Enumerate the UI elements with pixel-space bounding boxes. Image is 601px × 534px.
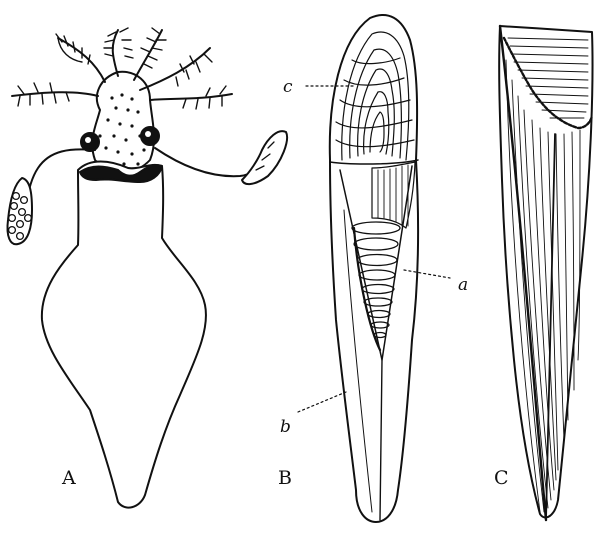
part-label-a: a <box>458 275 468 295</box>
panel-label-a: A <box>61 467 76 489</box>
panel-label-b: B <box>278 467 292 489</box>
panel-label-c: C <box>494 467 509 489</box>
arm-3 <box>134 30 162 80</box>
arm-2 <box>113 30 118 76</box>
phragmocone-shade <box>372 162 415 228</box>
leader-b <box>298 392 346 412</box>
arm-1 <box>58 38 105 82</box>
panel-a-animal-drawing <box>7 28 287 508</box>
head-outline <box>92 72 154 172</box>
mantle-outline <box>42 162 206 508</box>
left-tentacle-club <box>7 178 32 244</box>
guard-outline <box>330 15 418 522</box>
panel-b-guard-section <box>298 15 450 522</box>
part-label-b: b <box>280 417 291 437</box>
arm-6 <box>150 94 232 100</box>
part-label-c: c <box>283 77 293 97</box>
panel-c-guard-exterior <box>499 26 592 520</box>
